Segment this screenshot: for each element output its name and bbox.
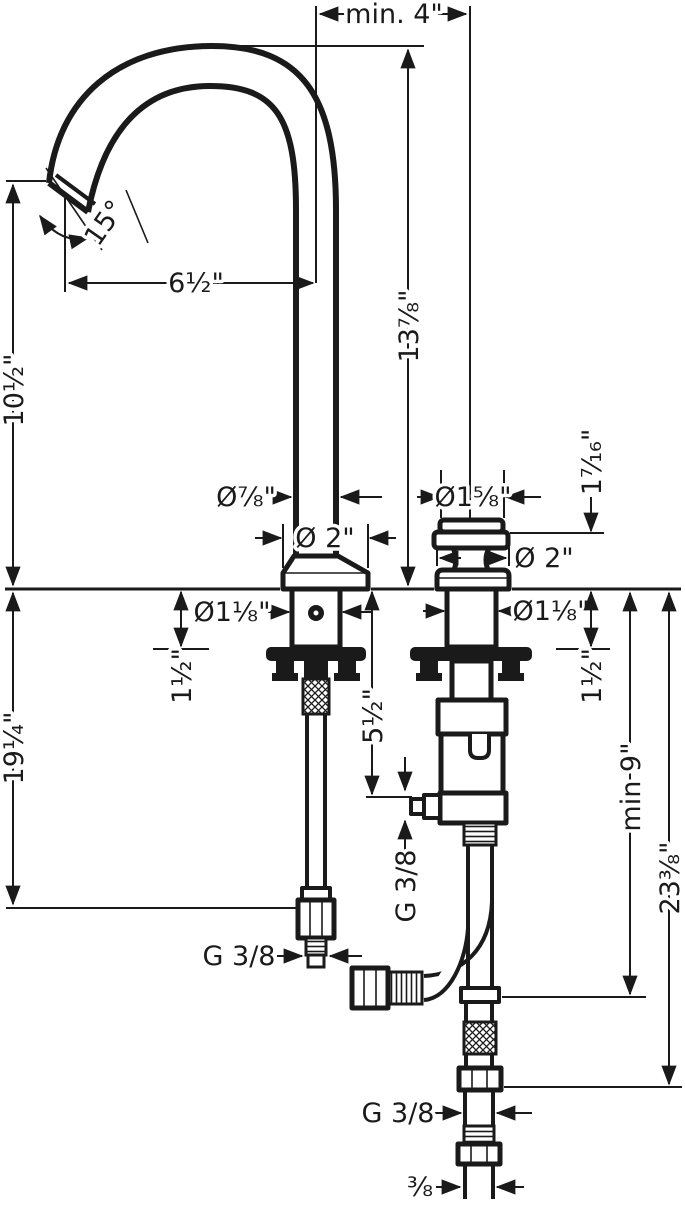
- faucet-spout-unit: [46, 43, 371, 681]
- valve-shank: [444, 586, 499, 650]
- valve-body-lower: [437, 790, 509, 826]
- dim-valve-outlet-drop: 5½": [355, 590, 412, 798]
- spout-outer-edge: [46, 43, 339, 556]
- dim-hose-end-size-label: ⅜: [407, 1172, 433, 1200]
- valve-mounting-washer: [410, 647, 532, 661]
- dim-spout-hose-thread: G 3/8: [199, 938, 362, 976]
- dim-spout-hose-thread-label: G 3/8: [203, 941, 276, 972]
- dim-handle-diameter-label: Ø1⅝": [434, 482, 511, 513]
- dim-deck-thickness-right: 1½": [574, 590, 612, 707]
- dim-deck-thickness-right-label: 1½": [577, 648, 608, 704]
- spout-set-screw-center: [313, 610, 319, 616]
- dim-deck-thickness-left: 1½": [164, 590, 202, 707]
- dim-handle-diameter: Ø1⅝": [417, 470, 541, 518]
- angle-reference-line: [45, 167, 103, 251]
- curved-hose-threads: [386, 970, 424, 1006]
- valve-body-upper: [435, 697, 509, 737]
- dim-spout-hose-length: 19¼": [0, 591, 296, 909]
- dim-handle-hose-thread-label: G 3/8: [362, 1098, 435, 1129]
- valve-body-tab: [468, 734, 491, 760]
- hose-collar: [459, 986, 501, 1004]
- dim-handle-height: 1⁷⁄₁₆": [510, 425, 612, 534]
- dim-spout-base-diameter: Ø 2": [255, 520, 396, 568]
- dim-handle-hole-diameter: Ø1⅛": [423, 593, 593, 631]
- hose-stub-end: [306, 953, 326, 969]
- spout-aerator-line: [54, 173, 97, 206]
- dim-handle-hole-diameter-label: Ø1⅛": [512, 596, 589, 627]
- hose-braid-section: [301, 677, 331, 716]
- hose-braid-section: [462, 1020, 498, 1056]
- dim-min-width: min. 4": [315, 0, 471, 518]
- dim-spout-hose-length-label: 19¼": [0, 712, 30, 785]
- handle-supply-hose: [455, 845, 504, 1199]
- angle-reference-line: [125, 189, 149, 244]
- valve-side-outlet-tip: [409, 797, 426, 816]
- dim-handle-base-diameter: Ø 2": [436, 540, 577, 578]
- dim-spout-reach: 6½": [64, 198, 315, 303]
- dim-valve-outlet-drop-label: 5½": [358, 688, 389, 744]
- dim-handle-hose-length-label: 23⅜": [655, 842, 685, 915]
- dim-handle-hose-thread: G 3/8: [358, 1095, 532, 1133]
- dim-hose-end-size: ⅜: [403, 1169, 524, 1205]
- spout-tip-face: [47, 180, 90, 215]
- dim-valve-outlet-thread: G 3/8: [388, 757, 426, 926]
- dim-spout-reach-label: 6½": [168, 268, 224, 299]
- dim-spout-hole-diameter-label: Ø1⅛": [193, 597, 270, 628]
- dim-height-to-spout-top-label: 13⅞": [394, 290, 425, 363]
- hose-nut: [295, 897, 337, 941]
- valve-mounting-bolt-left: [416, 661, 442, 681]
- dim-valve-outlet-thread-label: G 3/8: [391, 850, 422, 923]
- spout-mounting-bolt-left: [272, 661, 298, 681]
- hose-end-nut: [455, 1141, 503, 1167]
- deck-line: [5, 587, 681, 650]
- handle-valve-unit: [409, 517, 532, 847]
- angle-arc-arrow: [39, 214, 90, 250]
- hose-thread-stub: [304, 936, 328, 957]
- spout-supply-hose: [295, 677, 337, 969]
- dim-height-to-spout-top: 13⅞": [238, 45, 429, 587]
- dim-deck-thickness-left-label: 1½": [167, 648, 198, 704]
- dim-height-to-outlet-label: 10½": [0, 354, 30, 427]
- spout-mounting-bolt-right: [334, 661, 360, 681]
- valve-neck: [449, 658, 494, 703]
- hose-threads: [462, 1124, 496, 1146]
- spout-inner-edge: [85, 83, 299, 556]
- dim-min-install-depth-label: min 9": [616, 742, 647, 831]
- dim-handle-base-diameter-label: Ø 2": [514, 543, 573, 574]
- dim-handle-height-label: 1⁷⁄₁₆": [577, 429, 608, 496]
- dim-spout-base-diameter-label: Ø 2": [295, 523, 354, 554]
- dim-spout-pipe-diameter-label: Ø⅞": [216, 482, 276, 513]
- dim-spout-hole-diameter: Ø1⅛": [190, 594, 372, 632]
- hose-union-nut: [456, 1065, 504, 1093]
- dim-min-width-label: min. 4": [345, 0, 443, 30]
- dim-handle-hose-length: 23⅜": [504, 591, 685, 1088]
- curved-hose-nut: [349, 965, 391, 1011]
- valve-hose-tail: [462, 821, 498, 847]
- dim-spout-pipe-diameter: Ø⅞": [213, 479, 382, 517]
- valve-mounting-bolt-right: [498, 661, 524, 681]
- dim-height-to-outlet: 10½": [0, 180, 46, 587]
- valve-side-outlet: [422, 793, 442, 820]
- spout-mounting-washer: [266, 647, 366, 661]
- dim-min-install-depth: min 9": [502, 591, 651, 998]
- spout-hose-fitting: [304, 661, 328, 679]
- handle-base-flange: [434, 567, 512, 592]
